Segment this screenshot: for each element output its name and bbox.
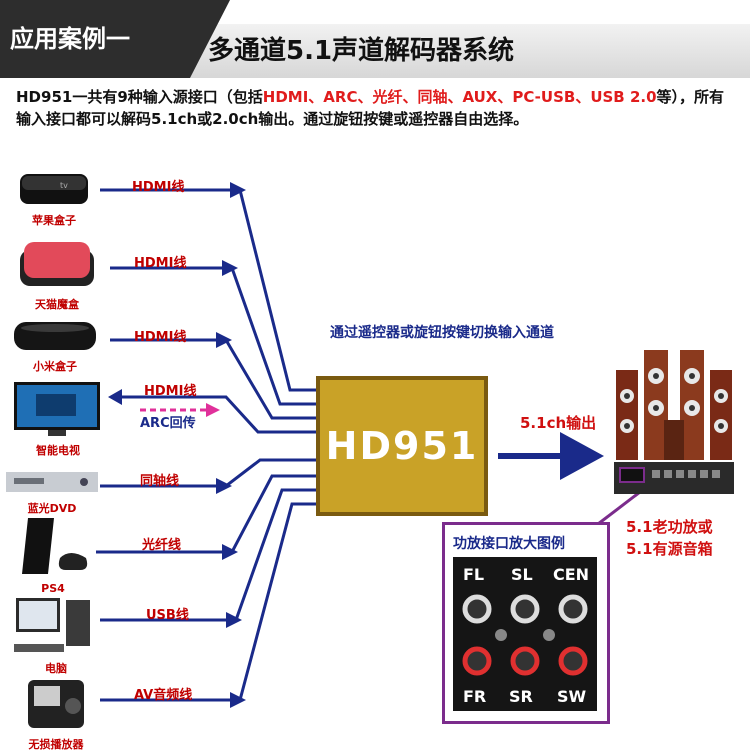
- panel-title: 功放接口放大图例: [453, 536, 565, 552]
- device-tmall-box: 天猫魔盒: [14, 236, 100, 312]
- cable-label-5: 同轴线: [140, 474, 180, 489]
- panel-connector: [597, 490, 641, 526]
- cable-line-4: [120, 395, 316, 434]
- cable-line-1: [100, 188, 316, 392]
- device-ps4: PS4: [8, 514, 98, 595]
- cable-label-7: USB线: [146, 608, 189, 623]
- cable-label-4: HDMI线: [144, 384, 197, 399]
- cable-label-6: 光纤线: [142, 538, 182, 553]
- device-computer: 电脑: [12, 596, 100, 676]
- jack-label-sw: SW: [557, 687, 587, 706]
- jack-label-sr: SR: [509, 687, 533, 706]
- device-label: 天猫魔盒: [35, 298, 79, 311]
- device-label: PS4: [41, 582, 65, 595]
- device-label: 小米盒子: [33, 360, 77, 373]
- cable-label-2: HDMI线: [134, 256, 187, 271]
- cable-line-6: [96, 474, 316, 554]
- cable-label-8: AV音频线: [134, 688, 193, 703]
- cable-line-5: [100, 458, 316, 488]
- header-bar: 多通道5.1声道解码器系统: [150, 24, 750, 78]
- device-bluray-dvd: 蓝光DVD: [4, 468, 100, 516]
- arrow-1: [230, 182, 246, 198]
- header: 多通道5.1声道解码器系统 应用案例一: [0, 0, 750, 78]
- jack-label-fr: FR: [463, 687, 487, 706]
- svg-text:tv: tv: [60, 181, 68, 190]
- device-mi-box: 小米盒子: [10, 318, 100, 374]
- output-arrow: [560, 432, 604, 480]
- intro-red-text: HDMI、ARC、光纤、同轴、AUX、PC-USB、USB 2.0: [262, 88, 657, 106]
- device-label: 智能电视: [36, 444, 80, 457]
- device-label: 蓝光DVD: [27, 502, 77, 515]
- cable-line-7: [100, 488, 316, 622]
- mi-box-icon: [14, 322, 96, 350]
- hd951-decoder: HD951: [316, 376, 488, 516]
- arrow-8: [230, 692, 246, 708]
- jack-label-fl: FL: [463, 565, 485, 584]
- device-apple-tv: tv 苹果盒子: [16, 168, 92, 228]
- arrow-2: [222, 260, 238, 276]
- output-label: 5.1ch输出: [520, 414, 597, 432]
- device-label: 电脑: [45, 662, 67, 675]
- cable-line-3: [110, 338, 316, 420]
- amp-label: 5.1老功放或 5.1有源音箱: [626, 516, 713, 560]
- cable-line-8: [100, 502, 316, 702]
- arrow-4-tv: [108, 389, 122, 405]
- smart-tv-icon: [14, 382, 100, 436]
- arrow-5: [216, 478, 232, 494]
- amp-label-line-1: 5.1老功放或: [626, 518, 713, 536]
- cable-label-3: HDMI线: [134, 330, 187, 345]
- speaker-system-icon: [614, 350, 734, 494]
- ps4-icon: [22, 518, 88, 574]
- tmall-box-icon: [20, 242, 94, 286]
- amp-interface-panel: 功放接口放大图例 FL SL CEN FR SR SW: [442, 522, 610, 724]
- jack-label-sl: SL: [511, 565, 533, 584]
- arrow-6: [222, 544, 238, 560]
- apple-tv-icon: tv: [20, 174, 88, 204]
- intro-text: HD951一共有9种输入源接口（包括HDMI、ARC、光纤、同轴、AUX、PC-…: [16, 86, 738, 130]
- device-music-player: 无损播放器: [18, 676, 94, 752]
- intro-text-1: HD951一共有9种输入源接口（包括: [16, 88, 263, 106]
- rca-jacks-icon: [462, 594, 588, 676]
- cable-line-2: [110, 266, 316, 406]
- computer-icon: [14, 598, 90, 652]
- music-player-icon: [28, 680, 84, 728]
- intro-text-2: 等），所有输入接口都可以解码5.1ch或2.0ch输出。通过旋钮按键或遥控器自由…: [16, 88, 725, 128]
- page-title: 多通道5.1声道解码器系统: [208, 36, 515, 66]
- arc-label: ARC回传: [140, 416, 196, 431]
- jack-label-cen: CEN: [553, 565, 590, 584]
- arrow-3: [216, 332, 232, 348]
- device-smart-tv: 智能电视: [10, 380, 106, 458]
- arrow-7: [226, 612, 242, 628]
- cable-label-1: HDMI线: [132, 180, 185, 195]
- device-label: 无损播放器: [28, 738, 84, 751]
- device-label: 苹果盒子: [32, 214, 76, 227]
- amp-label-line-2: 5.1有源音箱: [626, 540, 713, 558]
- arc-arrow: [206, 403, 220, 417]
- bluray-player-icon: [6, 472, 98, 492]
- remote-instruction: 通过遥控器或旋钮按键切换输入通道: [330, 325, 554, 341]
- header-tag: 应用案例一: [0, 0, 230, 78]
- panel-jacks: FL SL CEN FR SR SW: [453, 557, 597, 711]
